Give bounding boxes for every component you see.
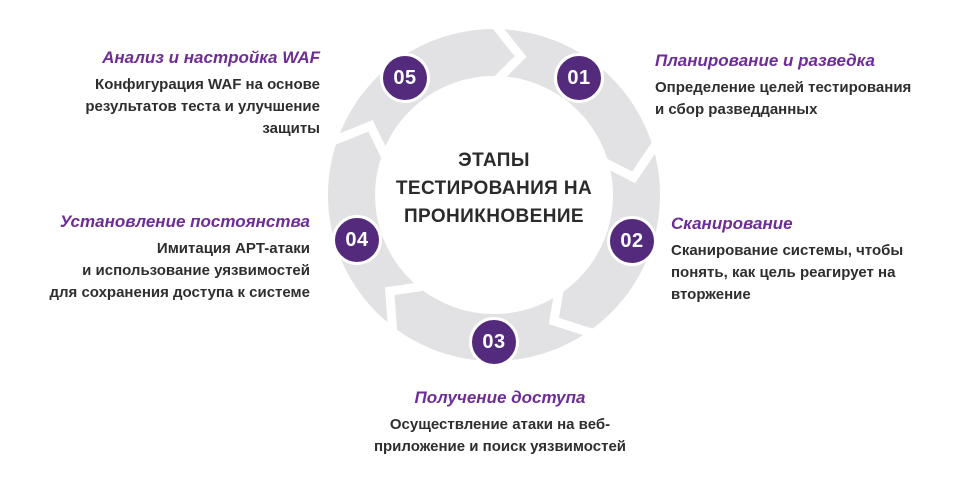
- stage-1-number: 01: [567, 66, 591, 89]
- diagram-title-line-1: ЭТАПЫ: [458, 150, 530, 171]
- stage-4-number: 04: [345, 228, 369, 251]
- chevron-upper-left-icon: [328, 120, 392, 163]
- stage-5-badge: 05: [380, 53, 430, 103]
- stage-3-title: Получение доступа: [414, 388, 586, 407]
- stage-3-number: 03: [482, 330, 506, 353]
- chevron-upper-right-icon: [598, 139, 662, 184]
- stage-5-text-block: Анализ и настройка WAF Конфигурация WAF …: [0, 48, 320, 140]
- chevron-top-icon: [490, 20, 527, 87]
- stage-1-text-block: Планирование и разведка Определение целе…: [655, 51, 973, 121]
- chevron-lower-left-icon: [384, 281, 429, 335]
- stage-3-badge: 03: [469, 317, 519, 367]
- stage-2-text-block: Сканирование Сканирование системы, чтобы…: [671, 214, 971, 306]
- stage-2-title: Сканирование: [671, 214, 793, 233]
- stage-4-text-block: Установление постоянства Имитация APT-ат…: [0, 212, 310, 304]
- stage-2-badge: 02: [607, 216, 657, 266]
- chevron-lower-right-icon: [548, 284, 597, 339]
- stage-1-title: Планирование и разведка: [655, 51, 875, 70]
- stage-2-number: 02: [620, 229, 644, 252]
- ring-arrow-chevrons: [328, 20, 662, 339]
- stage-3-description: Осуществление атаки на веб- приложение и…: [373, 416, 627, 455]
- stage-2-description: Сканирование системы, чтобы понять, как …: [671, 242, 904, 303]
- stage-3-text-block: Получение доступа Осуществление атаки на…: [325, 388, 675, 458]
- stage-4-description: Имитация APT-атаки и использование уязви…: [49, 240, 310, 301]
- stage-5-title: Анализ и настройка WAF: [102, 48, 320, 67]
- diagram-title-line-3: ПРОНИКНОВЕНИЕ: [404, 206, 584, 227]
- diagram-title: ЭТАПЫ ТЕСТИРОВАНИЯ НА ПРОНИКНОВЕНИЕ: [334, 147, 654, 231]
- stage-5-number: 05: [393, 66, 417, 89]
- stage-1-badge: 01: [554, 53, 604, 103]
- stage-4-badge: 04: [332, 215, 382, 265]
- stage-1-description: Определение целей тестирования и сбор ра…: [655, 79, 912, 118]
- stage-5-description: Конфигурация WAF на основе результатов т…: [85, 76, 320, 137]
- stage-4-title: Установление постоянства: [59, 212, 310, 231]
- diagram-title-line-2: ТЕСТИРОВАНИЯ НА: [395, 178, 593, 199]
